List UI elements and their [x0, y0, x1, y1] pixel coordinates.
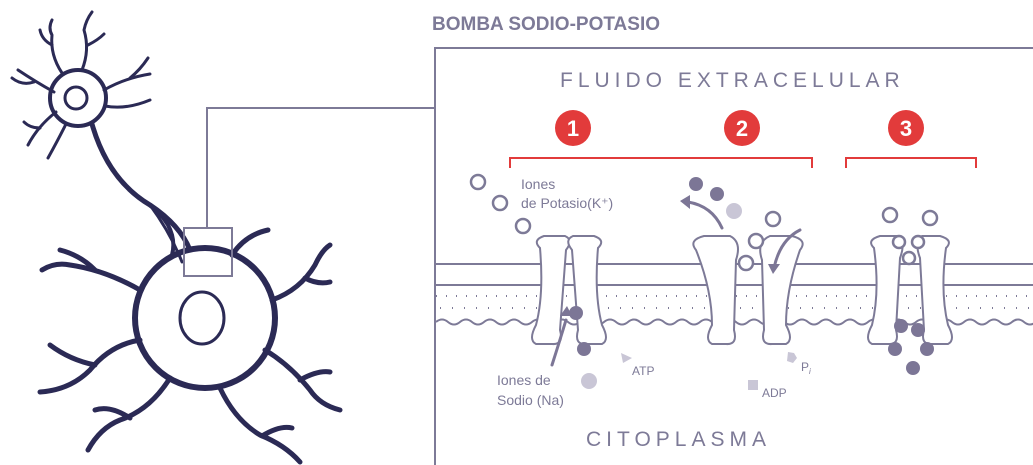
step-number: 2: [736, 116, 748, 141]
arrowhead-icon: [680, 195, 690, 209]
phosphate-label: Pi: [801, 360, 811, 376]
potassium-ion: [912, 236, 924, 248]
neuron-illustration: [12, 12, 340, 462]
sodium-ion-light: [581, 373, 597, 389]
potassium-label-line1: Iones: [521, 176, 555, 192]
potassium-ion: [923, 211, 937, 225]
small-neuron-soma: [50, 70, 106, 126]
potassium-ion: [493, 196, 507, 210]
sodium-ion: [710, 187, 724, 201]
step-brackets: [510, 158, 976, 168]
sodium-ion: [894, 319, 908, 333]
atp-marker-icon: [621, 353, 632, 363]
step-number: 3: [900, 116, 912, 141]
sodium-label-line1: Iones de: [497, 372, 551, 388]
sodium-ion: [577, 342, 591, 356]
phosphate-label-sub: i: [809, 367, 811, 376]
sodium-ion: [569, 306, 583, 320]
sodium-label-line2: Sodio (Na): [497, 392, 564, 408]
large-neuron-nucleus: [180, 292, 224, 344]
zoom-panel: FLUIDO EXTRACELULAR CITOPLASMA 1 2 3: [435, 48, 1033, 465]
potassium-ion: [766, 212, 780, 226]
phosphate-marker-icon: [787, 352, 797, 363]
bracket-steps-1-2: [510, 158, 812, 168]
sodium-ion: [911, 323, 925, 337]
sodium-ion-light: [726, 203, 742, 219]
step-number: 1: [567, 116, 579, 141]
potassium-ion: [471, 175, 485, 189]
phosphate-label-main: P: [801, 360, 809, 374]
zoom-connector-line: [207, 108, 435, 228]
sodium-ion: [920, 342, 934, 356]
small-neuron-nucleus: [65, 87, 87, 109]
adp-label: ADP: [762, 386, 787, 400]
large-neuron-soma: [135, 248, 275, 388]
potassium-ion: [893, 236, 905, 248]
potassium-ion: [903, 252, 915, 264]
atp-label: ATP: [632, 364, 654, 378]
potassium-ion: [516, 219, 530, 233]
potassium-ion: [739, 256, 753, 270]
extracellular-label: FLUIDO EXTRACELULAR: [560, 69, 905, 92]
step-badge-1: 1: [555, 110, 591, 146]
sodium-ion: [888, 342, 902, 356]
arrow-sodium-out: [688, 202, 722, 228]
adp-marker-icon: [748, 380, 758, 390]
potassium-ion: [749, 234, 763, 248]
sodium-ion: [689, 177, 703, 191]
sodium-ion: [906, 361, 920, 375]
axon: [92, 124, 190, 250]
pump-step-2: [693, 236, 802, 344]
step-badge-2: 2: [724, 110, 760, 146]
pump-step-1: [532, 236, 606, 344]
cytoplasm-label: CITOPLASMA: [586, 428, 771, 451]
potassium-label-line2: de Potasio(K⁺): [521, 195, 613, 211]
diagram-title: BOMBA SODIO-POTASIO: [432, 14, 660, 35]
potassium-ion: [883, 208, 897, 222]
step-badge-3: 3: [888, 110, 924, 146]
bracket-step-3: [846, 158, 976, 168]
